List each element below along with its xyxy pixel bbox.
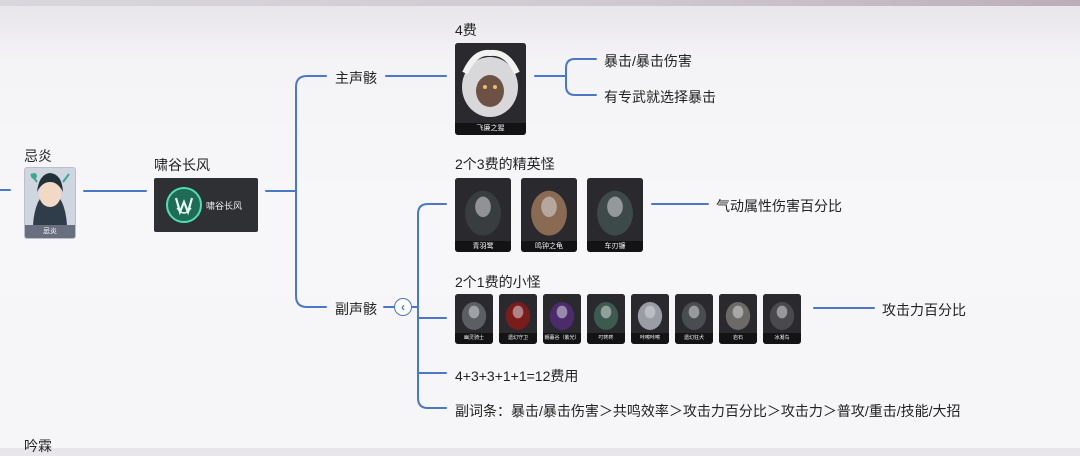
collapse-toggle-button[interactable]: ‹ bbox=[394, 298, 412, 316]
small-title: 2个1费的小怪 bbox=[455, 272, 541, 292]
root-card: 忌炎 bbox=[24, 167, 76, 239]
elite-card: 车刃镰 bbox=[587, 178, 643, 252]
elite-card-caption: 鸣钟之龟 bbox=[521, 241, 577, 252]
elite-card-caption: 青羽鹭 bbox=[455, 241, 511, 252]
small-card: 遗幻狂犬 bbox=[675, 294, 713, 344]
small-card-art bbox=[587, 294, 625, 334]
elite-card-art bbox=[521, 178, 577, 242]
connector-note-1 bbox=[566, 59, 596, 76]
root-portrait bbox=[25, 168, 75, 225]
small-card-caption: 叮咚咚 bbox=[587, 333, 625, 344]
connector-to-sub bbox=[296, 191, 326, 307]
small-card-art bbox=[763, 294, 801, 334]
small-card-art bbox=[543, 294, 581, 334]
small-card-caption: 岩石 bbox=[719, 333, 757, 344]
sub-echo-label: 副声骸 bbox=[335, 299, 377, 319]
small-card: 幽灵骑士 bbox=[455, 294, 493, 344]
small-card-caption: 咔嚓咔嚓 bbox=[631, 333, 669, 344]
small-card: 咔嚓咔嚓 bbox=[631, 294, 669, 344]
main-echo-note-2: 有专武就选择暴击 bbox=[604, 87, 716, 107]
weapon-card-caption: 啸谷长风 bbox=[206, 199, 242, 212]
small-card-art bbox=[719, 294, 757, 334]
main-echo-cost: 4费 bbox=[455, 20, 477, 40]
connector-to-substats bbox=[418, 307, 446, 408]
next-character-name: 吟霖 bbox=[24, 436, 52, 456]
elite-card: 青羽鹭 bbox=[455, 178, 511, 252]
small-card-caption: 遗幻守卫 bbox=[499, 333, 537, 344]
main-echo-card: 飞廉之猩 bbox=[455, 43, 526, 135]
small-card-art bbox=[631, 294, 669, 334]
root-name: 忌炎 bbox=[24, 146, 52, 166]
small-card: 遗幻守卫 bbox=[499, 294, 537, 344]
small-card-art bbox=[675, 294, 713, 334]
main-echo-label: 主声骸 bbox=[335, 68, 377, 88]
elite-card-art bbox=[455, 178, 511, 242]
small-card-caption: 幽灵骑士 bbox=[455, 333, 493, 344]
elite-note: 气动属性伤害百分比 bbox=[716, 196, 842, 216]
elite-title: 2个3费的精英怪 bbox=[455, 154, 555, 174]
weapon-icon bbox=[164, 184, 204, 226]
connector-to-main bbox=[296, 76, 326, 191]
substat-priority: 副词条：暴击/暴击伤害＞共鸣效率＞攻击力百分比＞攻击力＞普攻/重击/技能/大招 bbox=[455, 401, 961, 421]
elite-card-caption: 车刃镰 bbox=[587, 241, 643, 252]
small-card-caption: 朝暮谷（紫光） bbox=[543, 333, 581, 344]
weapon-card: 啸谷长风 bbox=[154, 178, 258, 232]
main-echo-card-caption: 飞廉之猩 bbox=[455, 123, 526, 135]
root-card-caption: 忌炎 bbox=[25, 225, 75, 238]
connector-note-2 bbox=[566, 76, 596, 95]
elite-card: 鸣钟之龟 bbox=[521, 178, 577, 252]
small-card: 岩石 bbox=[719, 294, 757, 344]
main-echo-note-1: 暴击/暴击伤害 bbox=[604, 51, 692, 71]
small-card-art bbox=[455, 294, 493, 334]
weapon-name: 啸谷长风 bbox=[154, 155, 210, 175]
main-echo-art bbox=[455, 43, 526, 123]
cost-formula: 4+3+3+1+1=12费用 bbox=[455, 366, 578, 386]
small-card-caption: 冰凝鸟 bbox=[763, 333, 801, 344]
connector-to-elite bbox=[418, 204, 446, 307]
elite-card-art bbox=[587, 178, 643, 242]
small-card: 叮咚咚 bbox=[587, 294, 625, 344]
small-note: 攻击力百分比 bbox=[882, 300, 966, 320]
small-card-art bbox=[499, 294, 537, 334]
small-card: 朝暮谷（紫光） bbox=[543, 294, 581, 344]
small-card: 冰凝鸟 bbox=[763, 294, 801, 344]
small-card-caption: 遗幻狂犬 bbox=[675, 333, 713, 344]
